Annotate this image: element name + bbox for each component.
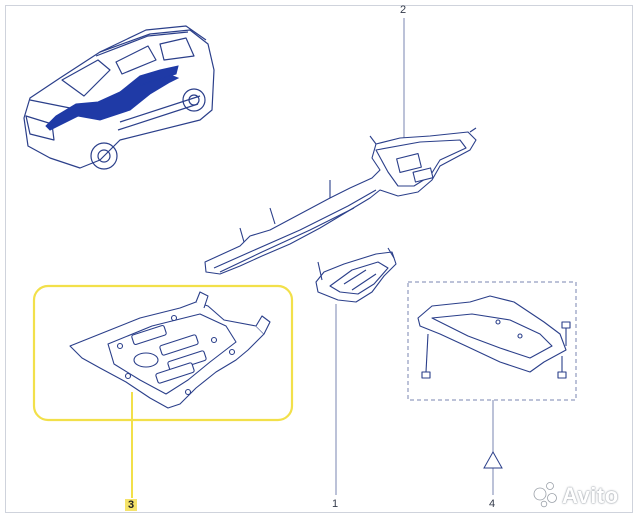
- callout-3: 3: [125, 499, 138, 511]
- part-3-undertray: [69, 291, 271, 409]
- callout-4: 4: [489, 498, 496, 510]
- callout-2: 2: [400, 4, 407, 16]
- avito-dots-icon: [533, 482, 557, 508]
- watermark-text: Avito: [562, 483, 619, 508]
- part-4-dashed-box: [407, 281, 577, 401]
- callout-1: 1: [332, 498, 339, 510]
- warning-triangle-icon: [483, 450, 503, 469]
- part-4-skid-plate: [417, 295, 571, 379]
- part-3-highlight-box: [32, 284, 294, 422]
- car-underbody-highlight: [45, 65, 180, 131]
- part-1-bracket: [315, 247, 397, 303]
- car-illustration: [23, 25, 215, 170]
- part-2-rail: [204, 127, 477, 275]
